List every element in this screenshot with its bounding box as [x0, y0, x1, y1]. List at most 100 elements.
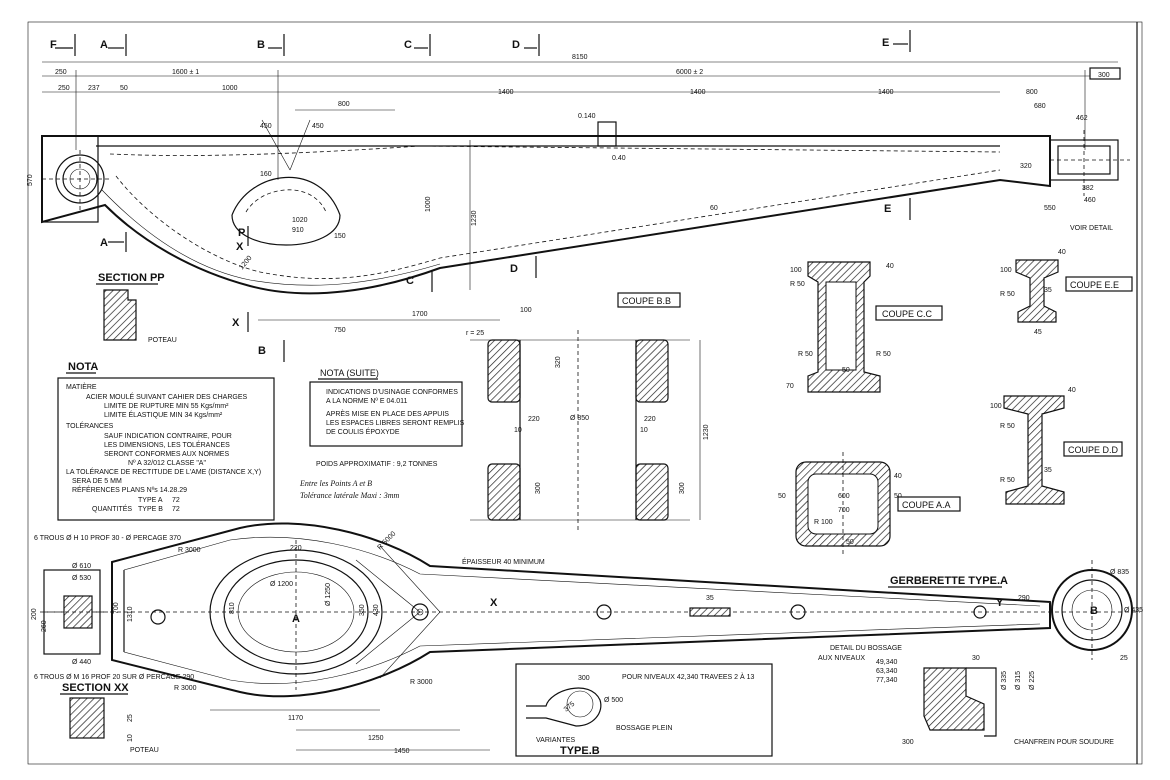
drawing-label: 1600 ± 1: [172, 69, 199, 76]
drawing-label: DE COULIS ÉPOXYDE: [326, 427, 400, 436]
drawing-label: 77,340: [876, 677, 898, 684]
marker-b-top: B: [257, 34, 285, 56]
drawing-label: 570: [27, 174, 34, 186]
drawing-label: 0.40: [612, 155, 626, 162]
drawing-label: 290: [1018, 595, 1030, 602]
drawing-label: 300: [578, 675, 590, 682]
drawing-label: APRÈS MISE EN PLACE DES APPUIS: [326, 409, 449, 418]
drawing-label: 70: [786, 383, 794, 390]
marker-f: F: [50, 34, 76, 56]
drawing-label: Ø 500: [604, 697, 623, 704]
drawing-label: 160: [260, 171, 272, 178]
drawing-label: B: [257, 39, 265, 51]
marker-e-top: E: [882, 30, 911, 52]
drawing-label: 1700: [412, 311, 428, 318]
drawing-label: Ø 835: [1110, 569, 1129, 576]
drawing-label: Ø 435: [1124, 607, 1143, 614]
drawing-label: R 3000: [410, 679, 433, 686]
drawing-label: R 50: [790, 281, 805, 288]
marker-a-top: A: [100, 34, 127, 56]
drawing-label: 35: [1044, 287, 1052, 294]
drawing-label: COUPE D.D: [1068, 445, 1119, 455]
drawing-label: 25: [1120, 655, 1128, 662]
section-xx: SECTION XX POTEAU 25 10: [60, 682, 159, 754]
drawing-label: 10: [127, 734, 134, 742]
drawing-label: 50: [120, 85, 128, 92]
drawing-label: 100: [1000, 267, 1012, 274]
drawing-label: 300: [535, 482, 542, 494]
drawing-label: 600: [838, 493, 850, 500]
drawing-label: Ø 225: [1029, 671, 1036, 690]
drawing-label: Ø 530: [72, 575, 91, 582]
drawing-label: 300: [1098, 72, 1110, 79]
drawing-label: RÉFÉRENCES PLANS Nºs 14.28.29: [72, 485, 187, 494]
drawing-label: 8150: [572, 54, 588, 61]
drawing-label: POTEAU: [148, 337, 177, 344]
marker-d-top: D: [512, 34, 540, 56]
drawing-label: X: [232, 317, 240, 329]
drawing-label: 10: [640, 427, 648, 434]
drawing-label: 450: [312, 123, 324, 130]
marker-e-low: E: [884, 198, 911, 220]
drawing-label: 40: [1068, 387, 1076, 394]
marker-c-low: C: [406, 270, 433, 292]
drawing-label: SAUF INDICATION CONTRAIRE, POUR: [104, 433, 232, 440]
drawing-label: R 3000: [178, 547, 201, 554]
drawing-label: VARIANTES: [536, 737, 575, 744]
top-dimension-lines: 8150 250 1600 ± 1 6000 ± 2 300 250 237 5…: [42, 54, 1121, 180]
drawing-label: 1230: [471, 210, 478, 226]
drawing-label: 1200: [238, 255, 253, 272]
drawing-label: 50: [846, 539, 854, 546]
drawing-label: A: [292, 613, 300, 625]
drawing-label: SERONT CONFORMES AUX NORMES: [104, 451, 229, 458]
drawing-label: Ø 440: [72, 659, 91, 666]
drawing-label: 680: [1034, 103, 1046, 110]
drawing-label: LA TOLÉRANCE DE RECTITUDE DE L'AME (DIST…: [66, 467, 261, 476]
drawing-label: Ø 1200: [270, 581, 293, 588]
drawing-label: LES ESPACES LIBRES SERONT REMPLIS: [326, 420, 465, 427]
drawing-label: 30: [972, 655, 980, 662]
nota-suite-block: NOTA (SUITE) INDICATIONS D'USINAGE CONFO…: [299, 368, 465, 500]
drawing-label: X: [490, 597, 498, 609]
plan-view: GERBERETTE TYPE.A ÉPAISSEUR 40 MINIMUM A…: [40, 522, 1143, 755]
drawing-label: NOTA: [68, 361, 98, 373]
drawing-label: ÉPAISSEUR 40 MINIMUM: [462, 557, 545, 566]
drawing-label: 1170: [288, 715, 303, 722]
drawing-label: POUR NIVEAUX 42,340 TRAVEES 2 À 13: [622, 672, 755, 681]
drawing-label: MATIÈRE: [66, 382, 97, 391]
drawing-label: F: [50, 39, 57, 51]
drawing-label: SECTION PP: [98, 272, 165, 284]
drawing-label: 220: [644, 416, 656, 423]
drawing-label: TYPE.B: [560, 745, 600, 757]
drawing-label: 1250: [368, 735, 384, 742]
drawing-label: R 50: [1000, 423, 1015, 430]
drawing-label: ACIER MOULÉ SUIVANT CAHIER DES CHARGES: [86, 392, 247, 401]
drawing-label: GERBERETTE TYPE.A: [890, 575, 1008, 587]
drawing-label: 0.140: [578, 113, 596, 120]
drawing-label: 550: [1044, 205, 1056, 212]
drawing-label: E: [884, 203, 891, 215]
drawing-label: 1400: [498, 89, 514, 96]
drawing-label: R 3000: [174, 685, 197, 692]
drawing-label: 40: [886, 263, 894, 270]
drawing-label: 50: [842, 367, 850, 374]
drawing-label: TOLÉRANCES: [66, 421, 114, 430]
drawing-label: 700: [113, 602, 120, 614]
drawing-label: 430: [373, 604, 380, 616]
nota-block: NOTA MATIÈRE ACIER MOULÉ SUIVANT CAHIER …: [57, 361, 275, 521]
drawing-label: POTEAU: [130, 747, 159, 754]
drawing-label: 100: [790, 267, 802, 274]
drawing-label: B: [258, 345, 266, 357]
drawing-label: 237: [88, 85, 100, 92]
drawing-label: LIMITE DE RUPTURE MIN 55 Kgs/mm²: [104, 403, 229, 410]
drawing-label: 800: [338, 101, 350, 108]
drawing-label: POIDS APPROXIMATIF : 9,2 TONNES: [316, 461, 438, 468]
drawing-label: Ø 315: [1015, 671, 1022, 690]
drawing-label: A LA NORME Nº E 04.011: [326, 398, 408, 405]
left-end-detail: 6 TROUS Ø H 10 PROF 30 - Ø PERCAGE 370 6…: [31, 535, 194, 681]
drawing-label: 1000: [222, 85, 238, 92]
drawing-label: 382: [1082, 185, 1094, 192]
coupe-cc: 100 40 R 50 R 50 R 50 70 50 COUPE C.C: [786, 261, 943, 393]
drawing-label: CHANFREIN POUR SOUDURE: [1014, 739, 1114, 746]
